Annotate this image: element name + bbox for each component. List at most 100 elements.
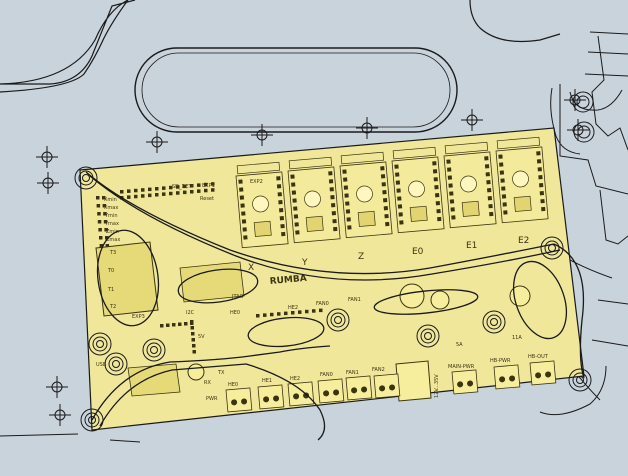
pin xyxy=(394,164,399,169)
label-fan1: FAN1 xyxy=(346,370,359,376)
pin xyxy=(538,175,543,180)
standoff-ring xyxy=(416,324,440,348)
terminal-body xyxy=(225,387,253,413)
pin xyxy=(395,180,401,185)
label-main-pwr: MAIN-PWR xyxy=(448,364,475,370)
exp1-pin xyxy=(120,190,124,194)
cable-loops xyxy=(85,171,585,441)
pin xyxy=(536,159,542,164)
pin xyxy=(432,169,438,174)
label-i2c: I2C xyxy=(186,310,195,316)
standoff-hole xyxy=(334,316,342,324)
pin xyxy=(239,187,244,192)
pin xyxy=(436,208,441,214)
pin xyxy=(380,174,386,179)
terminal-body xyxy=(287,381,315,407)
pin xyxy=(238,179,243,184)
standoff-ring xyxy=(540,236,564,260)
crosshair-icon xyxy=(567,119,589,141)
exp1-pin xyxy=(162,186,166,190)
driver-socket xyxy=(443,141,497,229)
pin xyxy=(342,169,347,174)
jumper-header xyxy=(340,151,385,165)
cable-loop-caps xyxy=(373,289,479,315)
exp1-pin xyxy=(162,192,166,196)
driver-socket xyxy=(287,156,341,244)
pin xyxy=(449,199,455,204)
standoff-ring xyxy=(108,356,124,372)
exp1-pin xyxy=(148,187,152,192)
terminal-block xyxy=(373,373,401,399)
label-t3: T3 xyxy=(109,250,116,256)
pin xyxy=(346,217,351,222)
driver-socket xyxy=(391,146,445,234)
aux-pin xyxy=(284,311,288,316)
aux-pin xyxy=(263,313,267,317)
terminal-block xyxy=(317,378,345,404)
exp1-pin xyxy=(183,184,187,189)
standoff-ring xyxy=(92,336,108,352)
driver-pot xyxy=(408,180,425,198)
driver-chip xyxy=(461,200,480,217)
pin xyxy=(243,235,248,240)
standoff-hole xyxy=(490,318,498,326)
output-labels-bottom: HE0 HE1 HE2 FAN0 FAN1 FAN2 xyxy=(228,367,385,388)
label-he0-top: HE0 xyxy=(230,310,240,316)
pin xyxy=(447,167,452,172)
capacitor xyxy=(399,283,425,309)
exp1-pin xyxy=(190,184,194,188)
standoff-icon xyxy=(142,338,166,362)
terminal-blocks xyxy=(225,360,557,413)
power-labels: MAIN-PWR HB-PWR HB-OUT 12V...35V 5A 11A xyxy=(434,335,549,398)
exp1-pin xyxy=(148,193,152,198)
exp1-pin xyxy=(169,185,173,190)
pin xyxy=(536,151,541,156)
i2c-pin xyxy=(192,344,196,348)
terminal-screw xyxy=(293,393,300,400)
standoff-icon xyxy=(482,310,506,334)
pin xyxy=(397,196,402,201)
label-voltage: 12V...35V xyxy=(434,374,440,398)
terminal-screw xyxy=(361,386,368,393)
standoff-ring xyxy=(568,368,592,392)
pin xyxy=(450,207,455,212)
pin xyxy=(295,230,300,235)
terminal-body xyxy=(373,373,401,399)
pin xyxy=(433,177,438,182)
aux-pin xyxy=(298,310,302,314)
thermistor-labels: T0 T1 T2 T3 xyxy=(107,250,116,310)
pin xyxy=(498,154,503,159)
plate-right-edge xyxy=(469,0,561,43)
driver-socket xyxy=(235,161,289,249)
endstop-pin xyxy=(96,196,100,200)
label-sd-det: SD_DET xyxy=(172,184,193,190)
exp1-pin xyxy=(176,185,180,189)
label-exp2: EXP2 xyxy=(250,179,263,185)
standoff-icon xyxy=(540,236,564,260)
label-he1: HE1 xyxy=(262,378,272,384)
driver-chip xyxy=(305,215,324,232)
pin xyxy=(395,172,400,177)
endstop-pin xyxy=(96,204,101,208)
standoff-ring xyxy=(88,332,112,356)
terminal-screw xyxy=(263,396,270,403)
exp1-pin xyxy=(211,188,215,192)
pin xyxy=(293,206,298,211)
crosshair-icon xyxy=(36,146,58,168)
axis-label-e2: E2 xyxy=(518,236,529,246)
crosshair-icon xyxy=(37,172,59,194)
label-he2-top: HE2 xyxy=(288,305,298,311)
terminal-screw xyxy=(509,375,516,382)
standoff-icon xyxy=(416,324,440,348)
pin xyxy=(447,175,453,180)
exp3-pin xyxy=(160,324,164,328)
crosshair-markers xyxy=(36,89,589,426)
standoff-ring xyxy=(572,372,588,388)
driver-chip xyxy=(253,220,272,237)
label-tx: TX xyxy=(217,370,225,376)
standoff-icon xyxy=(104,352,128,376)
label-exp3: EXP3 xyxy=(132,314,145,320)
driver-pot xyxy=(460,175,477,193)
